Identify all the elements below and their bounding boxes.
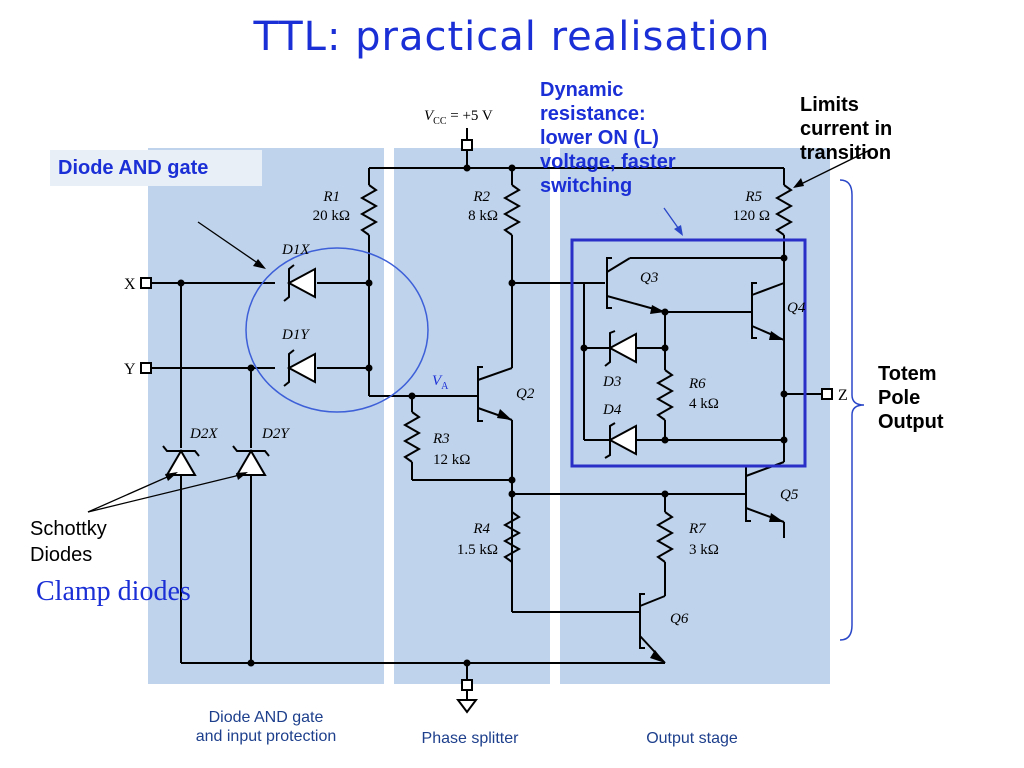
d3-label: D3 [602, 374, 621, 390]
input-y-label: Y [124, 361, 136, 378]
vcc-label: V [424, 108, 435, 124]
q5-label: Q5 [780, 487, 799, 503]
d1y-label: D1Y [281, 327, 310, 343]
r1-name: R1 [322, 189, 340, 205]
section-output: Output stage [646, 730, 738, 747]
r2-value: 8 kΩ [468, 208, 498, 224]
r4-value: 1.5 kΩ [457, 542, 498, 558]
totem-pole-annotation: Totem Pole Output [878, 362, 944, 434]
r6-value: 4 kΩ [689, 396, 719, 412]
section-input-line2: and input protection [196, 728, 337, 745]
annotation-line: switching [540, 175, 633, 197]
panel-splitter [394, 148, 550, 684]
diode-and-gate-annotation: Diode AND gate [58, 157, 209, 179]
d1x-label: D1X [281, 242, 310, 258]
q6-label: Q6 [670, 611, 689, 627]
svg-text:VA: VA [432, 373, 449, 392]
annotation-line: Limits [800, 94, 859, 116]
r5-name: R5 [744, 189, 762, 205]
r7-name: R7 [688, 521, 707, 537]
d2x-label: D2X [189, 426, 218, 442]
dynamic-resistance-annotation: Dynamic resistance: lower ON (L) voltage… [540, 78, 676, 198]
annotation-line: Schottky [30, 518, 107, 540]
d2y-label: D2Y [261, 426, 290, 442]
annotation-line: Dynamic [540, 79, 624, 101]
input-x-label: X [124, 276, 136, 293]
r3-name: R3 [432, 431, 450, 447]
page-title: TTL: practical realisation [253, 14, 771, 60]
svg-text:VCC = +5 V: VCC = +5 V [424, 108, 493, 127]
limits-current-annotation: Limits current in transition [800, 93, 892, 165]
schottky-diodes-annotation: Schottky Diodes [30, 516, 107, 568]
r5-value: 120 Ω [733, 208, 770, 224]
va-subscript: A [441, 381, 449, 392]
clamp-diodes-annotation: Clamp diodes [36, 576, 191, 607]
annotation-line: Diodes [30, 544, 93, 566]
limits-brace [839, 179, 853, 340]
diode-and-highlight-circle [245, 247, 429, 413]
va-label: V [432, 373, 443, 389]
d4-label: D4 [602, 402, 622, 418]
section-input-line1: Diode AND gate [209, 709, 324, 726]
output-z-label: Z [838, 387, 848, 404]
vcc-value: = +5 V [447, 108, 493, 124]
r1-value: 20 kΩ [313, 208, 350, 224]
annotation-line: resistance: [540, 103, 646, 125]
annotation-line: transition [800, 142, 892, 164]
r2-name: R2 [472, 189, 490, 205]
diode-and-label-bg [50, 150, 262, 186]
r4-name: R4 [472, 521, 490, 537]
vcc-subscript: CC [433, 116, 447, 127]
annotation-line: voltage, faster [540, 151, 676, 173]
totem-pole-highlight-box [570, 238, 807, 468]
annotation-line: current in [800, 118, 893, 140]
annotation-line: Totem [878, 363, 937, 385]
section-splitter: Phase splitter [422, 730, 520, 747]
q2-label: Q2 [516, 386, 535, 402]
panel-input [148, 148, 384, 684]
annotation-line: Output [878, 411, 944, 433]
r6-name: R6 [688, 376, 706, 392]
annotation-line: Pole [878, 387, 921, 409]
annotation-line: lower ON (L) [540, 127, 659, 149]
totem-brace [839, 340, 865, 641]
panel-output [560, 148, 830, 684]
q4-label: Q4 [787, 300, 806, 316]
r7-value: 3 kΩ [689, 542, 719, 558]
r3-value: 12 kΩ [433, 452, 470, 468]
q3-label: Q3 [640, 270, 658, 286]
